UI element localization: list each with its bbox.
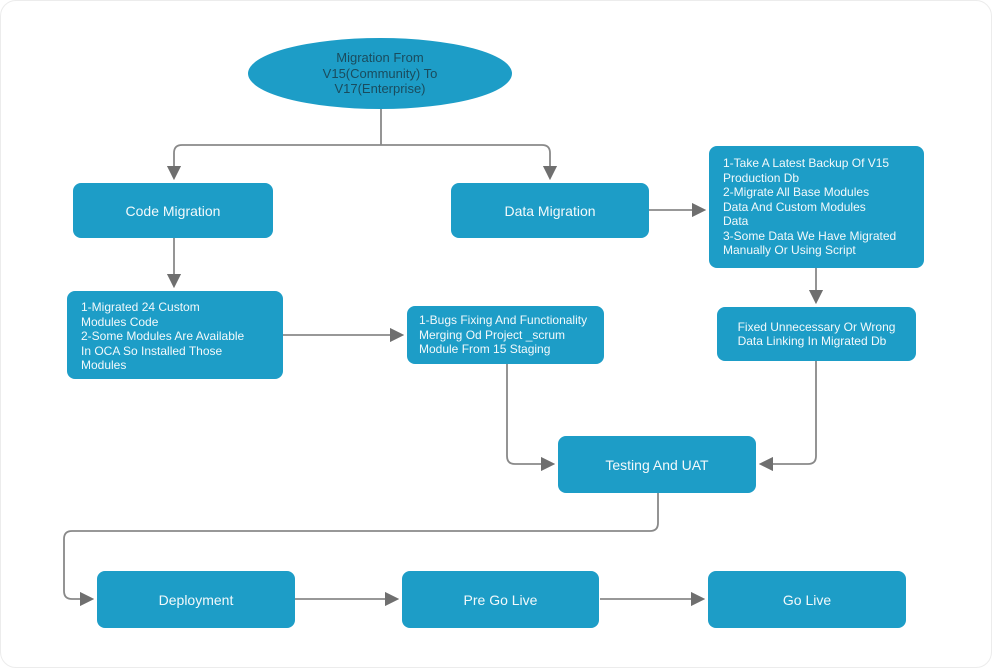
node-deployment: Deployment bbox=[97, 571, 295, 628]
node-bugs-fixing: 1-Bugs Fixing And Functionality Merging … bbox=[407, 306, 604, 364]
node-code-migration: Code Migration bbox=[73, 183, 273, 238]
node-data-migration: Data Migration bbox=[451, 183, 649, 238]
node-fixed-data-linking: Fixed Unnecessary Or Wrong Data Linking … bbox=[717, 307, 916, 361]
node-code-steps: 1-Migrated 24 Custom Modules Code 2-Some… bbox=[67, 291, 283, 379]
node-backup-steps: 1-Take A Latest Backup Of V15 Production… bbox=[709, 146, 924, 268]
connector-bugs-fixing-to-testing-uat bbox=[506, 364, 556, 472]
connector-title-to-code-migration bbox=[166, 144, 381, 181]
connector-title-to-data-migration bbox=[381, 144, 558, 181]
node-go-live: Go Live bbox=[708, 571, 906, 628]
node-title-ellipse: Migration From V15(Community) To V17(Ent… bbox=[248, 38, 512, 109]
node-pre-go-live: Pre Go Live bbox=[402, 571, 599, 628]
node-testing-uat: Testing And UAT bbox=[558, 436, 756, 493]
connector-fixed-linking-to-testing-uat bbox=[758, 361, 817, 472]
